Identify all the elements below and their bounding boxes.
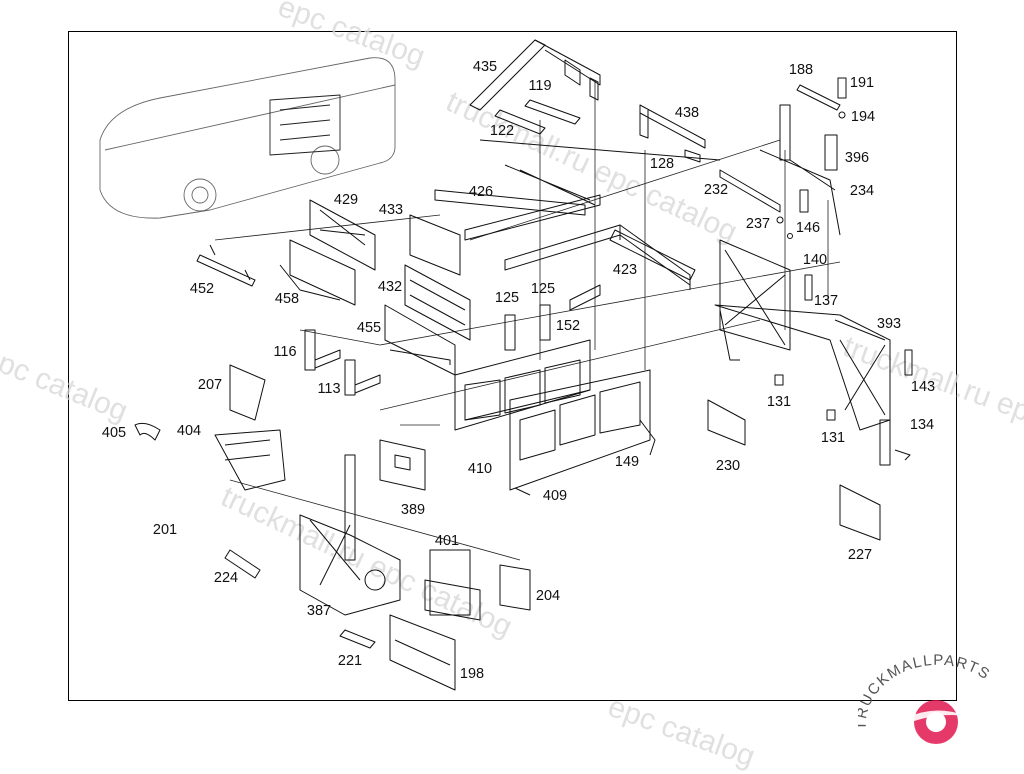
callout-423[interactable]: 423: [612, 262, 638, 278]
callout-230[interactable]: 230: [715, 458, 741, 474]
callout-134[interactable]: 134: [909, 417, 935, 433]
callout-201[interactable]: 201: [152, 522, 178, 538]
callout-191[interactable]: 191: [849, 75, 875, 91]
callout-234[interactable]: 234: [849, 183, 875, 199]
callout-116[interactable]: 116: [273, 344, 297, 360]
callout-387[interactable]: 387: [306, 603, 332, 619]
callout-227[interactable]: 227: [847, 547, 873, 563]
callout-194[interactable]: 194: [850, 109, 876, 125]
callout-410[interactable]: 410: [467, 461, 493, 477]
callout-143[interactable]: 143: [910, 379, 936, 395]
callout-237[interactable]: 237: [745, 216, 771, 232]
callout-207[interactable]: 207: [197, 377, 223, 393]
callout-389[interactable]: 389: [400, 502, 426, 518]
callout-433[interactable]: 433: [378, 202, 404, 218]
callout-198[interactable]: 198: [459, 666, 485, 682]
callout-125-left[interactable]: 125: [494, 290, 520, 306]
callout-204[interactable]: 204: [535, 588, 561, 604]
callout-409[interactable]: 409: [542, 488, 568, 504]
callout-426[interactable]: 426: [468, 184, 494, 200]
callout-405[interactable]: 405: [101, 425, 127, 441]
callout-221[interactable]: 221: [337, 653, 363, 669]
callout-149[interactable]: 149: [614, 454, 640, 470]
callout-113[interactable]: 113: [317, 381, 341, 397]
callout-396[interactable]: 396: [844, 150, 870, 166]
callout-435[interactable]: 435: [472, 59, 498, 75]
callout-125-right[interactable]: 125: [530, 281, 556, 297]
callout-438[interactable]: 438: [674, 105, 700, 121]
callout-404[interactable]: 404: [176, 423, 202, 439]
callout-458[interactable]: 458: [274, 291, 300, 307]
callout-432[interactable]: 432: [377, 279, 403, 295]
callout-119[interactable]: 119: [528, 78, 552, 94]
callout-131-lower[interactable]: 131: [820, 430, 846, 446]
callout-455[interactable]: 455: [356, 320, 382, 336]
callout-122[interactable]: 122: [489, 123, 515, 139]
callout-401[interactable]: 401: [434, 533, 460, 549]
vehicle-outline: [99, 57, 396, 219]
callout-140[interactable]: 140: [802, 252, 828, 268]
callout-452[interactable]: 452: [189, 281, 215, 297]
callout-146[interactable]: 146: [795, 220, 821, 236]
callout-232[interactable]: 232: [703, 182, 729, 198]
callout-137[interactable]: 137: [813, 293, 839, 309]
exploded-parts-drawing: [99, 39, 913, 691]
truckmallparts-logo: TRUCKMALLPARTS: [858, 652, 992, 744]
callout-393[interactable]: 393: [876, 316, 902, 332]
diagram-frame: [68, 31, 957, 701]
callout-224[interactable]: 224: [213, 570, 239, 586]
callout-131-upper[interactable]: 131: [766, 394, 792, 410]
callout-429[interactable]: 429: [333, 192, 359, 208]
callout-128[interactable]: 128: [649, 156, 675, 172]
callout-152[interactable]: 152: [555, 318, 581, 334]
callout-188[interactable]: 188: [788, 62, 814, 78]
